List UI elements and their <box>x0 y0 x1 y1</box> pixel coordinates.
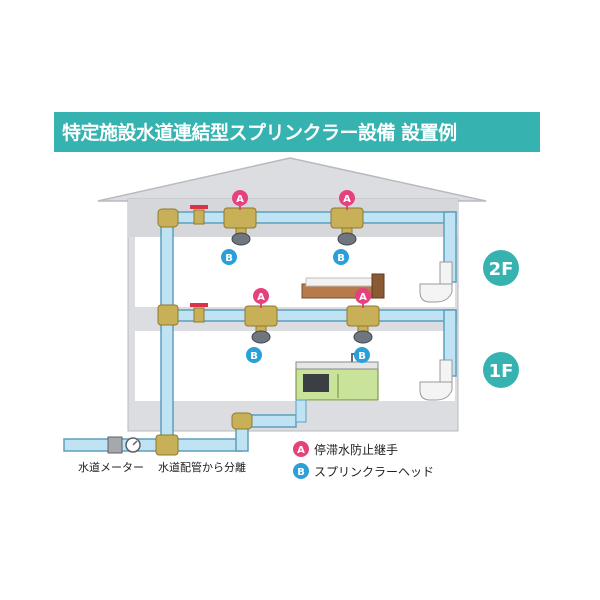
tee-ground <box>155 434 179 456</box>
water-meter <box>107 436 141 454</box>
marker-a-letter: A <box>343 194 351 205</box>
room-2f <box>135 237 455 307</box>
room-1f <box>135 331 455 401</box>
sprinkler-heads <box>231 227 373 344</box>
floor-badge-1f: 1F <box>483 352 519 388</box>
marker-b-letter: B <box>358 351 366 362</box>
sprinkler-head-1f-1 <box>251 325 271 344</box>
legend-b-label: スプリンクラーヘッド <box>314 465 434 479</box>
markers-a: A A A A <box>232 190 371 308</box>
bed <box>301 273 385 299</box>
marker-b-1f-2: B <box>354 347 370 363</box>
water-meter-label: 水道メーター <box>78 460 144 474</box>
marker-a-2f-1: A <box>232 190 248 210</box>
valve-2f-body <box>193 209 205 225</box>
title-bar: 特定施設水道連結型スプリンクラー設備 設置例 <box>54 112 540 152</box>
marker-a-letter: A <box>257 292 265 303</box>
sprinkler-head-1f-2 <box>353 325 373 344</box>
valve-2f-handle <box>190 205 208 209</box>
fitting-a-2f-2 <box>330 207 364 229</box>
fitting-a-2f-1 <box>223 207 257 229</box>
valve-1f-handle <box>190 303 208 307</box>
marker-b-letter: B <box>250 351 258 362</box>
toilet-1f <box>419 359 453 401</box>
elbow-top <box>157 208 179 228</box>
marker-a-1f-1: A <box>253 288 269 308</box>
toilet-2f <box>419 261 453 303</box>
pipe-2f <box>172 211 457 224</box>
elbow-kitchen <box>231 412 253 430</box>
floor-label-2f: 2F <box>489 259 514 280</box>
roof <box>97 157 487 202</box>
legend-a-label: 停滞水防止継手 <box>314 442 398 457</box>
kitchen-counter <box>295 353 379 423</box>
tee-1f <box>157 304 179 326</box>
pipe-kitchen-h <box>172 438 242 452</box>
legend: A 停滞水防止継手 B スプリンクラーヘッド <box>293 441 434 479</box>
page-title: 特定施設水道連結型スプリンクラー設備 設置例 <box>62 122 457 144</box>
legend-a: A 停滞水防止継手 <box>293 441 398 457</box>
marker-a-2f-2: A <box>339 190 355 210</box>
branch-label: 水道配管から分離 <box>158 460 246 474</box>
marker-a-letter: A <box>359 292 367 303</box>
marker-b-2f-1: B <box>221 249 237 265</box>
floor-label-1f: 1F <box>489 361 514 382</box>
marker-a-1f-2: A <box>355 288 371 308</box>
sprinkler-head-2f-2 <box>337 227 357 246</box>
marker-b-letter: B <box>225 253 233 264</box>
valves <box>190 205 208 323</box>
markers-b: B B B B <box>221 249 370 363</box>
sprinkler-head-2f-1 <box>231 227 251 246</box>
valve-1f-body <box>193 307 205 323</box>
marker-b-1f-1: B <box>246 347 262 363</box>
fittings <box>155 207 380 456</box>
pipe-riser <box>160 218 174 446</box>
legend-b: B スプリンクラーヘッド <box>293 463 434 479</box>
marker-b-2f-2: B <box>333 249 349 265</box>
fitting-a-1f-1 <box>244 305 278 327</box>
floor-badge-2f: 2F <box>483 250 519 286</box>
legend-a-letter: A <box>297 445 305 456</box>
legend-b-letter: B <box>297 467 305 478</box>
fitting-a-1f-2 <box>346 305 380 327</box>
pipe-1f <box>172 309 457 322</box>
marker-b-letter: B <box>337 253 345 264</box>
marker-a-letter: A <box>236 194 244 205</box>
